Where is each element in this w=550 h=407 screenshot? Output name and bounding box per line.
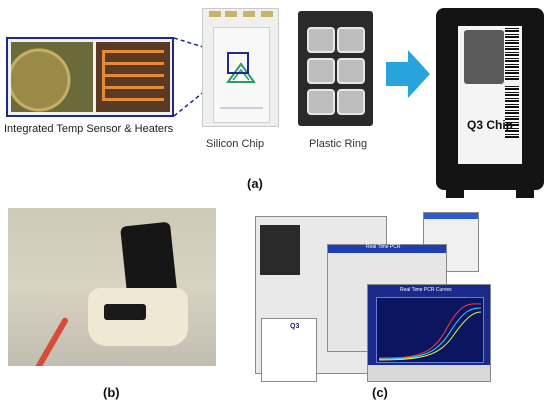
heater-micrograph xyxy=(96,42,170,112)
heater-trace xyxy=(102,86,164,89)
reaction-well xyxy=(307,89,335,115)
chip-foot xyxy=(516,184,534,198)
heater-trace xyxy=(102,50,164,53)
pcr-curves-plot xyxy=(378,303,482,361)
panel-a-label: (a) xyxy=(247,176,263,191)
reaction-well xyxy=(337,89,365,115)
software-collage: Real Time PCR Q3 Real Time PCR Curves xyxy=(255,208,547,383)
panel-c-label: (c) xyxy=(372,385,388,400)
barcode-icon xyxy=(505,86,519,138)
reaction-well xyxy=(307,27,335,53)
contact-pad xyxy=(209,11,221,17)
pen-object xyxy=(32,316,70,366)
q3-app-window: Q3 xyxy=(261,318,317,382)
q3-chip-label: Q3 Chip xyxy=(466,118,513,132)
heater-trace xyxy=(102,74,164,77)
heater-trace xyxy=(102,98,164,101)
plot-footer xyxy=(368,365,490,381)
q3-app-title: Q3 xyxy=(290,323,300,330)
silicon-chip-caption: Silicon Chip xyxy=(206,138,265,150)
sensor-heater-zoom-panel xyxy=(6,37,174,117)
q3-chip-image: Q3 Chip xyxy=(436,8,544,198)
reaction-well xyxy=(337,27,365,53)
contact-pad xyxy=(225,11,237,17)
contact-pad xyxy=(261,11,273,17)
right-arrow-icon xyxy=(386,50,430,98)
device-chip-slot xyxy=(104,304,146,320)
chip-active-area xyxy=(213,27,270,123)
title-bar: Real Time PCR xyxy=(328,244,446,253)
device-photo xyxy=(8,208,216,366)
contact-pad xyxy=(243,11,255,17)
q3-wells xyxy=(464,30,504,84)
heater-trace xyxy=(102,62,164,65)
zoom-region-marker xyxy=(227,52,249,74)
temp-sensor-micrograph xyxy=(11,42,93,112)
barcode-icon xyxy=(505,28,519,80)
reaction-well xyxy=(337,58,365,84)
heater-trace xyxy=(102,50,105,101)
window-title: Real Time PCR xyxy=(366,244,401,250)
pcr-curves-window: Real Time PCR Curves xyxy=(367,284,491,382)
plastic-ring-caption: Plastic Ring xyxy=(309,138,368,150)
plot-title: Real Time PCR Curves xyxy=(400,287,452,293)
q3-chip-window: Q3 Chip xyxy=(458,26,522,164)
plot-area xyxy=(376,297,484,363)
plastic-ring-image xyxy=(298,11,373,126)
panel-b-label: (b) xyxy=(103,385,120,400)
chip-foot xyxy=(446,184,464,198)
temp-sensor-caption: Integrated Temp Sensor & Heaters xyxy=(4,123,174,135)
chip-logo-icon xyxy=(220,62,263,109)
camera-view xyxy=(260,225,300,275)
reaction-well xyxy=(307,58,335,84)
title-bar xyxy=(424,213,478,219)
